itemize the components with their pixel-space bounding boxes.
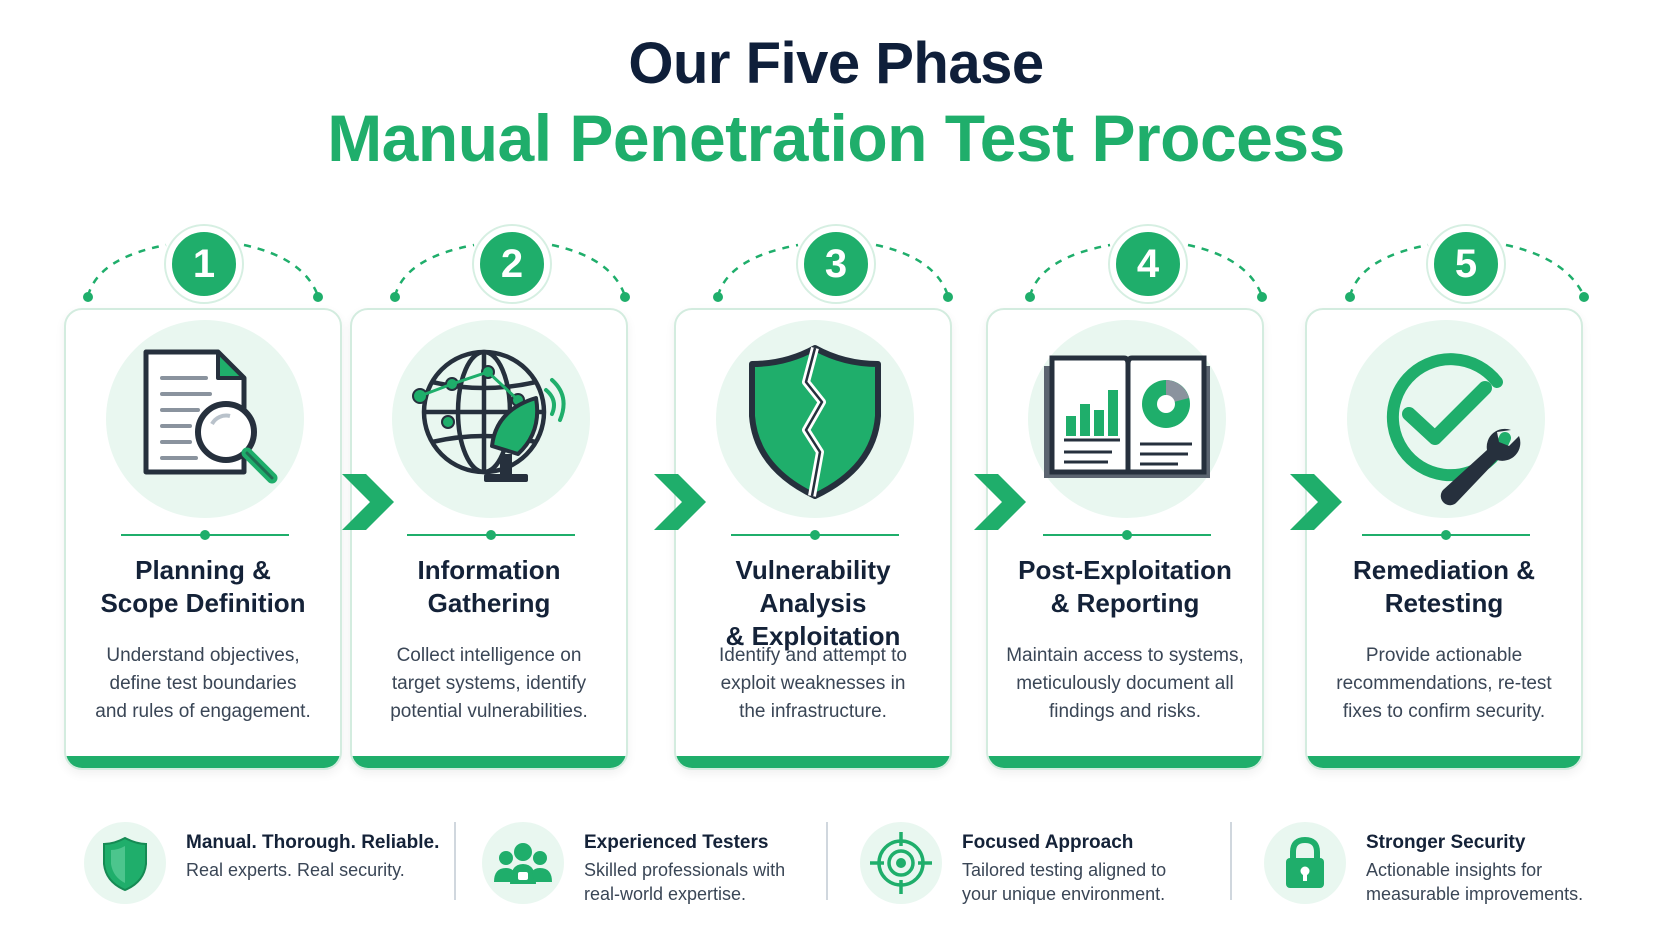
- feature-description: Real experts. Real security.: [186, 860, 405, 880]
- feature-title: Experienced Testers: [584, 832, 769, 853]
- document-search-icon: [106, 320, 304, 518]
- phase-title: Information Gathering: [417, 555, 561, 618]
- phase-badge-4: 4: [1110, 226, 1186, 302]
- target-icon: [860, 822, 942, 904]
- phase-card-3: Vulnerability Analysis & Exploitation Id…: [674, 308, 952, 770]
- feature-description: Skilled professionals with real-world ex…: [584, 860, 786, 904]
- team-icon: [482, 822, 564, 904]
- feature-security: Stronger Security Actionable insights fo…: [1264, 818, 1604, 908]
- chevron-right-icon: [1290, 474, 1342, 530]
- phase-badge-2: 2: [474, 226, 550, 302]
- phase-description: Understand objectives, define test bound…: [95, 645, 311, 722]
- shield-icon: [84, 822, 166, 904]
- feature-testers: Experienced Testers Skilled professional…: [482, 818, 822, 908]
- chevron-right-icon: [342, 474, 394, 530]
- title-line-2: Manual Penetration Test Process: [327, 101, 1345, 175]
- title-line-1: Our Five Phase: [628, 31, 1044, 96]
- phase-title: Planning & Scope Definition: [100, 555, 306, 618]
- chevron-right-icon: [654, 474, 706, 530]
- feature-description: Tailored testing aligned to your unique …: [962, 860, 1167, 904]
- feature-title: Manual. Thorough. Reliable.: [186, 832, 440, 853]
- cracked-shield-icon: [716, 320, 914, 518]
- phase-badge-1: 1: [166, 226, 242, 302]
- check-wrench-icon: [1347, 320, 1545, 518]
- feature-manual: Manual. Thorough. Reliable. Real experts…: [84, 818, 444, 908]
- phase-description: Provide actionable recommendations, re-t…: [1336, 645, 1552, 722]
- phase-badge-5: 5: [1428, 226, 1504, 302]
- phase-description: Identify and attempt to exploit weakness…: [718, 645, 907, 722]
- phase-description: Maintain access to systems, meticulously…: [1006, 645, 1244, 722]
- feature-focused: Focused Approach Tailored testing aligne…: [860, 818, 1200, 908]
- globe-satellite-icon: [392, 320, 590, 518]
- phase-card-2: Information Gathering Collect intelligen…: [350, 308, 628, 770]
- phase-title: Vulnerability Analysis & Exploitation: [725, 555, 901, 651]
- phase-title: Post-Exploitation & Reporting: [1018, 555, 1232, 618]
- phase-card-5: Remediation & Retesting Provide actionab…: [1305, 308, 1583, 770]
- phase-description: Collect intelligence on target systems, …: [390, 645, 588, 722]
- lock-icon: [1264, 822, 1346, 904]
- feature-title: Focused Approach: [962, 832, 1134, 853]
- phase-title: Remediation & Retesting: [1352, 555, 1536, 618]
- phase-badge-3: 3: [798, 226, 874, 302]
- dashed-connector-arcs: [83, 243, 1589, 302]
- report-book-icon: [1028, 320, 1226, 518]
- chevron-right-icon: [974, 474, 1026, 530]
- feature-description: Actionable insights for measurable impro…: [1366, 860, 1584, 904]
- feature-title: Stronger Security: [1366, 832, 1526, 853]
- phase-card-1: Planning & Scope Definition Understand o…: [64, 308, 342, 770]
- phase-card-4: Post-Exploitation & Reporting Maintain a…: [986, 308, 1264, 770]
